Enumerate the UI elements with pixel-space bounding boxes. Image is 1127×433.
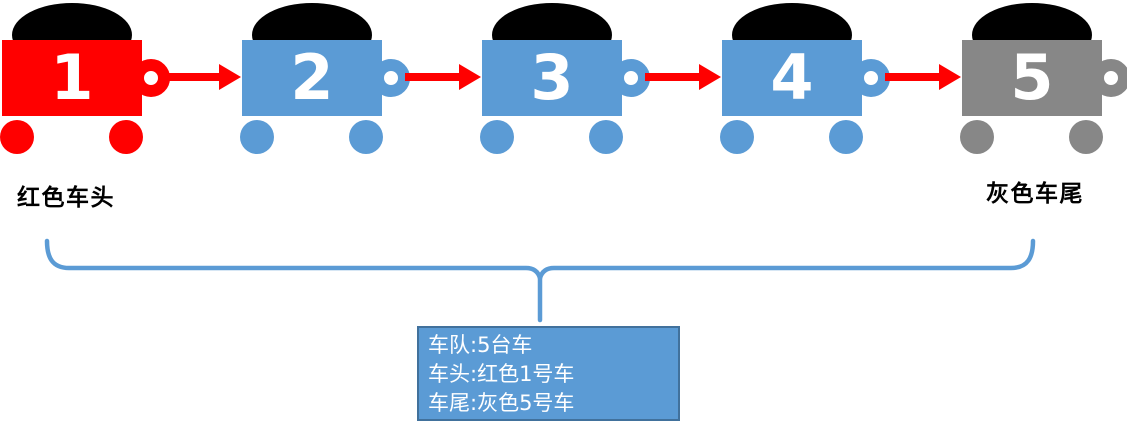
car-body: 5 — [962, 40, 1102, 116]
annotation-line-fleet: 车队:5台车 — [428, 333, 533, 357]
arrow-head — [219, 64, 241, 90]
car-wheel-right — [589, 120, 623, 154]
annotation-box: 车队:5台车 车头:红色1号车 车尾:灰色5号车 — [417, 326, 680, 421]
train-car: 5 — [960, 0, 1127, 156]
car-wheel-left — [240, 120, 274, 154]
arrow-head — [699, 64, 721, 90]
link-arrow-icon — [885, 64, 961, 90]
head-label: 红色车头 — [17, 185, 115, 211]
car-number: 4 — [770, 41, 814, 114]
brace — [44, 238, 1036, 323]
car-wheel-left — [720, 120, 754, 154]
arrow-head — [939, 64, 961, 90]
car-body: 2 — [242, 40, 382, 116]
arrow-shaft — [405, 73, 462, 81]
tail-label: 灰色车尾 — [986, 181, 1084, 207]
car-wheel-right — [109, 120, 143, 154]
train-car: 1 — [0, 0, 170, 156]
car-number: 1 — [50, 41, 94, 114]
train-car: 4 — [720, 0, 890, 156]
car-body: 1 — [2, 40, 142, 116]
car-wheel-right — [1069, 120, 1103, 154]
car-number: 2 — [290, 41, 334, 114]
car-wheel-left — [960, 120, 994, 154]
link-arrow-icon — [165, 64, 241, 90]
car-wheel-right — [829, 120, 863, 154]
link-arrow-icon — [405, 64, 481, 90]
train-car: 3 — [480, 0, 650, 156]
arrow-shaft — [645, 73, 702, 81]
annotation-line-tail: 车尾:灰色5号车 — [428, 391, 575, 415]
car-body: 3 — [482, 40, 622, 116]
annotation-line-head: 车头:红色1号车 — [428, 362, 575, 386]
arrow-shaft — [165, 73, 222, 81]
car-number: 5 — [1010, 41, 1054, 114]
train-car: 2 — [240, 0, 410, 156]
car-wheel-left — [0, 120, 34, 154]
arrow-shaft — [885, 73, 942, 81]
car-wheel-right — [349, 120, 383, 154]
car-wheel-left — [480, 120, 514, 154]
link-arrow-icon — [645, 64, 721, 90]
car-number: 3 — [530, 41, 574, 114]
arrow-head — [459, 64, 481, 90]
car-body: 4 — [722, 40, 862, 116]
